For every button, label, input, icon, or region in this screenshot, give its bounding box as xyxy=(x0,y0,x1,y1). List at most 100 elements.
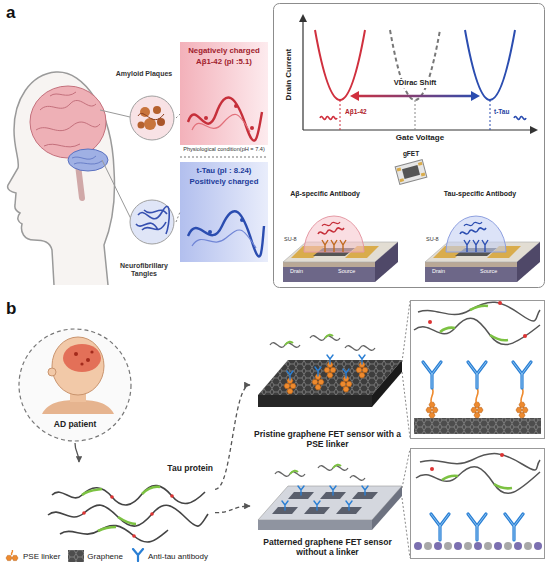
gfet-panel xyxy=(320,116,337,119)
legend-swatch xyxy=(68,550,84,562)
patterned-device xyxy=(314,501,320,510)
gfet-panel xyxy=(356,95,474,98)
zoom-patterned xyxy=(411,449,545,559)
legend-swatch xyxy=(68,550,84,562)
charge-band-art xyxy=(188,211,264,256)
zoom-patterned xyxy=(424,542,432,550)
zoom-patterned xyxy=(416,467,540,494)
legend-swatch xyxy=(68,550,84,562)
leader-line xyxy=(100,110,130,117)
patterned-device xyxy=(402,449,410,488)
zoom-circle: Amyloid Plaques xyxy=(112,70,176,145)
band-text: Positively charged xyxy=(190,178,259,187)
tau-chains xyxy=(82,511,86,515)
zoom-pristine xyxy=(471,402,483,418)
antibody-label: Aβ-specific Antibody xyxy=(290,190,360,198)
pristine-device xyxy=(359,355,365,364)
tau-chains xyxy=(82,487,160,531)
tau-chains xyxy=(132,534,136,538)
zoom-pristine xyxy=(411,301,545,439)
charge-band-art xyxy=(250,126,254,130)
patterned-device xyxy=(346,501,352,510)
zoom-pristine xyxy=(516,402,528,418)
plaque-circle xyxy=(130,96,174,140)
tangle-circle xyxy=(136,206,169,234)
legend-text: Graphene xyxy=(87,552,123,561)
pristine-device xyxy=(343,369,349,378)
charge-band-art xyxy=(204,116,208,120)
zoom-pristine xyxy=(523,334,527,338)
legend-item: Anti-tau antibody xyxy=(131,548,208,565)
legend-text: Anti-tau antibody xyxy=(148,552,208,561)
plaque-circle xyxy=(138,113,164,119)
tangle-circle xyxy=(130,200,174,244)
gfet-panel xyxy=(415,100,416,130)
patterned-device xyxy=(298,486,304,495)
device-left xyxy=(283,216,398,282)
device-right xyxy=(517,242,540,282)
zoom-patterned xyxy=(474,542,482,550)
device-left xyxy=(322,240,346,252)
gfet-panel xyxy=(397,168,402,172)
sensor-caption: Patterned graphene FET sensor without a … xyxy=(250,538,405,558)
zoom-patterned xyxy=(514,542,522,550)
device-left xyxy=(322,222,340,226)
pristine-device xyxy=(327,355,333,364)
gfet-panel xyxy=(302,20,303,130)
gfet-panel xyxy=(490,100,491,130)
leader-line xyxy=(102,160,131,219)
zoom-patterned xyxy=(500,453,504,457)
patterned-device xyxy=(290,465,341,474)
patient-art xyxy=(42,400,114,414)
charge-band-art xyxy=(240,218,244,222)
tau-group: Tau protein xyxy=(45,462,215,540)
head-profile xyxy=(8,72,115,285)
patient-circle: AD patient xyxy=(17,327,133,443)
zoom-patterned xyxy=(534,542,542,550)
pristine-device xyxy=(402,372,410,438)
zoom-pristine xyxy=(414,418,541,434)
charge-band-art xyxy=(188,97,262,140)
zoom-patterned xyxy=(505,514,523,540)
legend-swatch xyxy=(133,549,143,561)
connector xyxy=(176,212,180,222)
patient-art xyxy=(74,352,78,356)
pristine-device xyxy=(402,301,410,362)
zoom-pristine xyxy=(440,306,508,341)
pristine-device xyxy=(372,360,402,407)
layer-label: SU-8 xyxy=(284,236,297,242)
antibody-label: Tau-specific Antibody xyxy=(444,190,516,198)
charge-band: t-Tau (pI : 8.24) Positively charged xyxy=(180,162,268,262)
gfet-panel xyxy=(471,91,480,101)
gfet-panel xyxy=(421,172,426,176)
zoom-patterned xyxy=(468,514,486,540)
zoom-patterned xyxy=(431,514,449,540)
pristine-device xyxy=(285,335,333,345)
zoom-patterned xyxy=(420,454,540,471)
gfet-panel xyxy=(274,4,545,288)
device-right xyxy=(425,262,517,282)
patient-art xyxy=(19,329,131,441)
gfet-panel xyxy=(530,126,538,134)
head-profile xyxy=(72,156,102,164)
electrode-label: Drain xyxy=(290,268,303,274)
legend-swatch xyxy=(4,548,20,565)
zoom-pristine xyxy=(423,362,441,388)
legend-item: PSE linker xyxy=(4,548,60,565)
charge-band-art xyxy=(234,104,238,108)
charge-band: Negatively chargedAβ1-42 (pI :5.1) xyxy=(180,42,268,145)
circle-label: Amyloid Plaques xyxy=(116,70,172,78)
tau-chains xyxy=(48,486,208,542)
zoom-patterned xyxy=(454,542,462,550)
legend-swatch xyxy=(11,550,12,555)
zoom-pristine xyxy=(468,362,486,388)
head-profile xyxy=(30,86,106,158)
zoom-pristine xyxy=(513,362,531,388)
electrode-label: Drain xyxy=(432,268,445,274)
patterned-device xyxy=(402,498,410,558)
shift-label: VDirac Shift xyxy=(392,79,439,88)
gfet-panel xyxy=(465,30,515,100)
axis-label: Gate Voltage xyxy=(396,133,444,142)
leader-line xyxy=(100,110,131,219)
band-text: t-Tau (pI : 8.24) xyxy=(197,167,252,176)
